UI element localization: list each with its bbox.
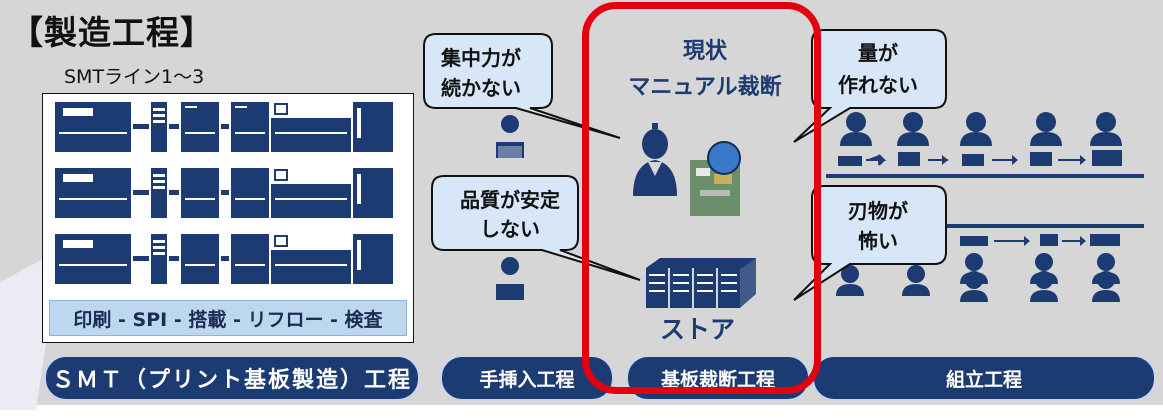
assembly-line-top — [826, 112, 1144, 178]
smt-line-2 — [55, 168, 393, 218]
bubble-volume: 量が 作れない — [793, 29, 947, 143]
current-state-heading: 現状 マニュアル裁断 — [600, 34, 810, 106]
bubble-blade-line2: 怖い — [858, 229, 898, 253]
bubble-quality: 品質が安定 しない — [431, 175, 641, 281]
step-assembly: 組立工程 — [812, 355, 1156, 401]
hand-insertion-worker-1-icon — [496, 115, 524, 158]
current-state-label: 現状 — [682, 39, 727, 64]
store-rack-icon — [646, 258, 756, 308]
bubble-quality-line1: 品質が安定 — [460, 188, 560, 212]
step-smt: ＳＭＴ（プリント基板製造）工程 — [44, 355, 420, 401]
smt-line-3 — [55, 234, 393, 284]
bubble-blade-line1: 刃物が — [848, 199, 908, 223]
smt-process-sequence: 印刷 - SPI - 搭載 - リフロー - 検査 — [49, 300, 407, 336]
assembly-line-bottom — [836, 224, 1144, 302]
smt-line-1 — [55, 102, 393, 152]
pcb-board-icon — [690, 141, 741, 216]
hand-insertion-worker-2-icon — [496, 257, 524, 300]
bubble-concentration-line1: 集中力が — [440, 46, 521, 70]
operator-icon — [633, 123, 677, 196]
store-label: ストア — [660, 315, 736, 344]
bubble-blade: 刃物が 怖い — [793, 185, 947, 301]
bubble-volume-line1: 量が — [858, 41, 898, 65]
smt-lines-subtitle: SMTライン1～3 — [64, 66, 205, 88]
bubble-concentration: 集中力が 続かない — [423, 33, 621, 139]
bubble-quality-line2: しない — [480, 217, 540, 241]
diagram-title: 【製造工程】 — [10, 13, 214, 52]
manual-cutting-label: マニュアル裁断 — [628, 75, 782, 100]
current-process-highlight — [582, 2, 821, 394]
bubble-volume-line2: 作れない — [838, 73, 918, 97]
smt-lines-box: 印刷 - SPI - 搭載 - リフロー - 検査 — [42, 93, 414, 343]
bubble-concentration-line2: 続かない — [441, 76, 521, 100]
